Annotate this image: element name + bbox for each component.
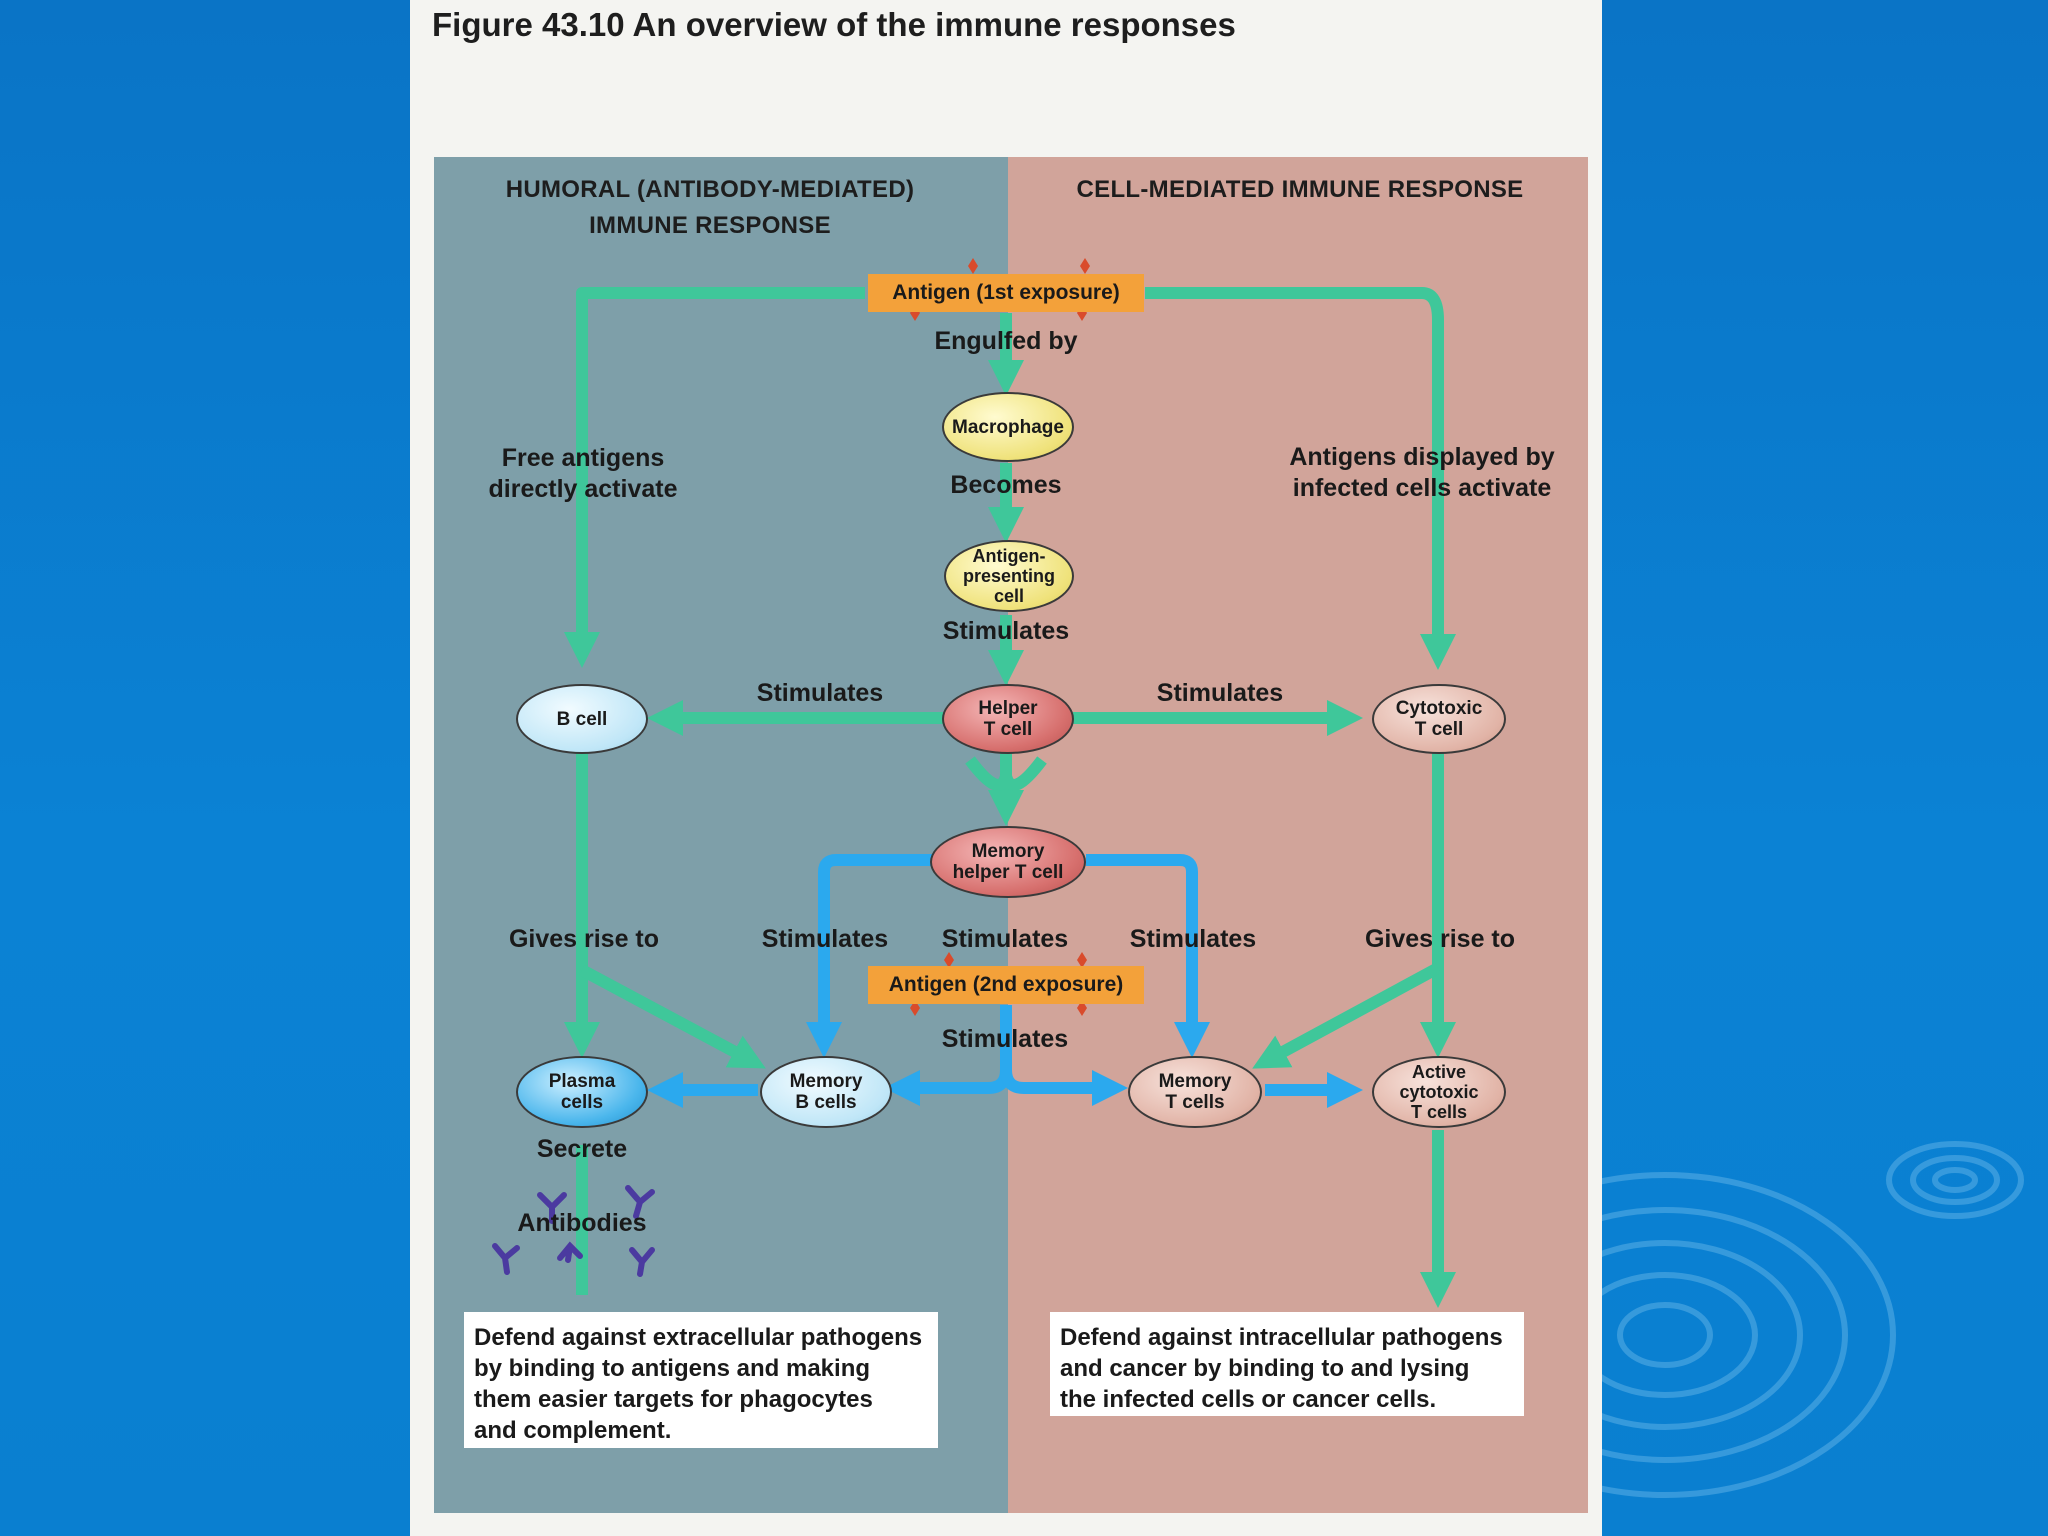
helper-t-cell-node: Helper T cell <box>942 684 1074 754</box>
becomes-label: Becomes <box>950 471 1062 499</box>
antigen-second-exposure-box: Antigen (2nd exposure) <box>868 966 1144 1004</box>
ripple-decoration <box>1580 1141 2024 1498</box>
gives-rise-to-left-label: Gives rise to <box>508 925 660 953</box>
memory-b-cells-node: Memory B cells <box>760 1056 892 1128</box>
stimulates-cytotoxic-label: Stimulates <box>1156 679 1284 707</box>
antigens-displayed-label: Antigens displayed by infected cells act… <box>1289 443 1555 502</box>
humoral-description-box: Defend against extracellular pathogens b… <box>464 1312 938 1448</box>
stimulates-memory-b-label: Stimulates <box>761 925 889 953</box>
macrophage-node: Macrophage <box>942 392 1074 462</box>
figure-card: Figure 43.10 An overview of the immune r… <box>410 0 1602 1536</box>
secrete-label: Secrete <box>536 1135 628 1163</box>
cell-mediated-heading: CELL-MEDIATED IMMUNE RESPONSE <box>1076 176 1524 203</box>
antigen-first-exposure-box: Antigen (1st exposure) <box>868 274 1144 312</box>
memory-helper-t-cell-node: Memory helper T cell <box>930 826 1086 898</box>
humoral-heading: HUMORAL (ANTIBODY-MEDIATED) IMMUNE RESPO… <box>505 176 915 239</box>
free-antigens-label: Free antigens directly activate <box>488 444 678 503</box>
figure-title: Figure 43.10 An overview of the immune r… <box>432 6 1236 43</box>
stimulates-center-label: Stimulates <box>941 925 1069 953</box>
antibodies-label: Antibodies <box>517 1209 647 1237</box>
memory-t-cells-node: Memory T cells <box>1128 1056 1262 1128</box>
antigen-presenting-cell-node: Antigen- presenting cell <box>944 540 1074 612</box>
cytotoxic-t-cell-node: Cytotoxic T cell <box>1372 684 1506 754</box>
arrow-layer <box>492 258 1456 1308</box>
stimulates-apc-label: Stimulates <box>942 617 1070 645</box>
gives-rise-to-right-label: Gives rise to <box>1364 925 1516 953</box>
plasma-cells-node: Plasma cells <box>516 1056 648 1128</box>
stimulates-memory-t-label: Stimulates <box>1129 925 1257 953</box>
engulfed-by-label: Engulfed by <box>934 327 1078 355</box>
stimulates-b-cell-label: Stimulates <box>756 679 884 707</box>
humoral-panel <box>434 157 1018 1513</box>
cell-mediated-panel <box>1008 157 1588 1513</box>
cell-mediated-description-box: Defend against intracellular pathogens a… <box>1050 1312 1524 1416</box>
active-cytotoxic-t-cells-node: Active cytotoxic T cells <box>1372 1056 1506 1128</box>
antibody-icons <box>492 1185 655 1277</box>
b-cell-node: B cell <box>516 684 648 754</box>
stimulates-antigen2-label: Stimulates <box>941 1025 1069 1053</box>
